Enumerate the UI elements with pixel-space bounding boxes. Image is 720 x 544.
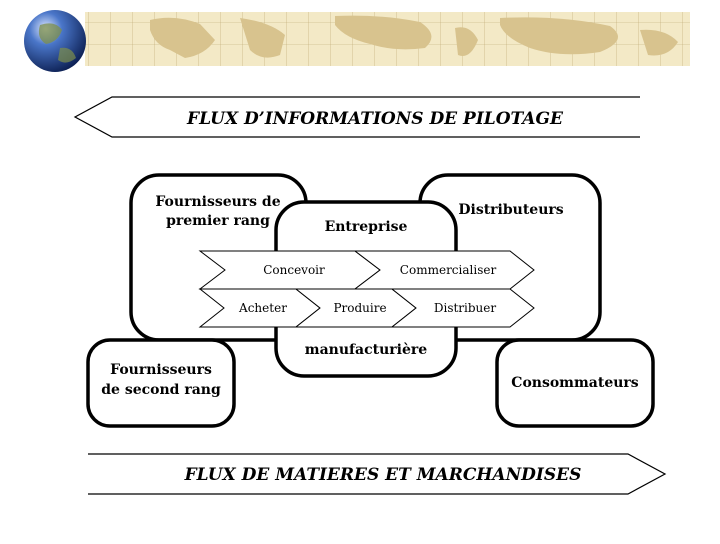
top-flow-arrow: FLUX D’INFORMATIONS DE PILOTAGE — [73, 96, 640, 138]
globe-logo-icon — [24, 10, 86, 72]
bottom-flow-arrow: FLUX DE MATIERES ET MARCHANDISES — [88, 453, 667, 495]
box-fournisseurs-second-rang: Fournisseurs de second rang — [86, 338, 236, 428]
process-row-2: Acheter Produire Distribuer — [198, 288, 535, 328]
distribuer-label: Distribuer — [434, 301, 497, 315]
header-map-banner — [85, 12, 690, 66]
entreprise-bottom-label: manufacturière — [305, 342, 427, 358]
box-consommateurs: Consommateurs — [495, 338, 655, 428]
fournisseurs-premier-line2: premier rang — [166, 213, 270, 229]
distributeurs-label: Distributeurs — [458, 202, 563, 218]
chevron-distribuer — [390, 288, 535, 328]
top-arrow-label: FLUX D’INFORMATIONS DE PILOTAGE — [186, 109, 564, 129]
consommateurs-label: Consommateurs — [511, 375, 639, 391]
fournisseurs-second-line1: Fournisseurs — [110, 362, 212, 378]
fournisseurs-second-line2: de second rang — [101, 382, 221, 398]
entreprise-top-label: Entreprise — [325, 219, 408, 235]
concevoir-label: Concevoir — [263, 263, 325, 277]
bottom-arrow-label: FLUX DE MATIERES ET MARCHANDISES — [184, 465, 582, 485]
fournisseurs-premier-line1: Fournisseurs de — [155, 194, 280, 210]
commercialiser-label: Commercialiser — [400, 263, 497, 277]
process-row-1: Concevoir Commercialiser — [198, 250, 535, 290]
produire-label: Produire — [333, 301, 386, 315]
acheter-label: Acheter — [238, 301, 287, 315]
